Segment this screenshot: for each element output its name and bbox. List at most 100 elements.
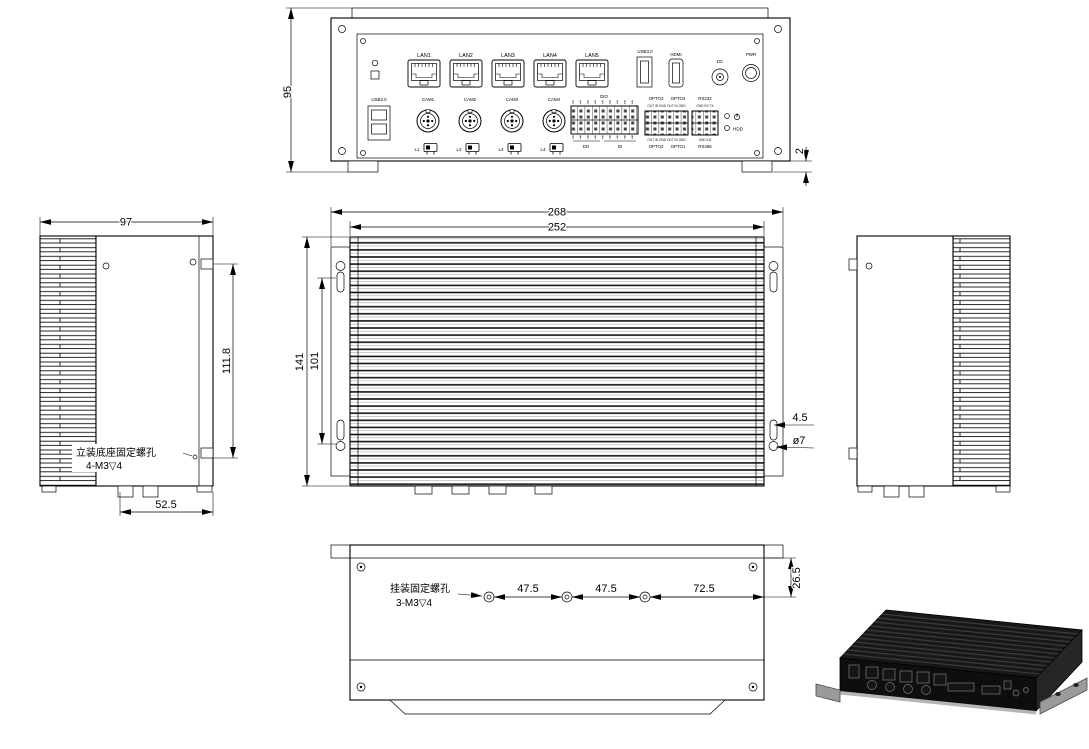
dio-label: DIO <box>600 94 608 99</box>
bottom-note-line2: 3-M3▽4 <box>396 598 432 609</box>
lan-ports: LAN1 LAN2 LAN3 LAN4 LAN5 <box>407 53 609 88</box>
lan1-jack-icon <box>407 59 441 88</box>
bottom-corner-screws <box>356 562 758 692</box>
left-bottom-tab <box>200 447 214 459</box>
callout-hole-dia: ø7 <box>775 434 815 451</box>
front-left-foot <box>347 160 379 173</box>
left-mount-hole <box>192 454 198 460</box>
cam2-label: CAM2 <box>464 97 477 102</box>
cam4-connector-icon <box>542 109 566 133</box>
top-view: 268 252 141 101 4.5 ø7 <box>293 205 815 495</box>
front-top-lip <box>351 7 769 19</box>
pwr-label: PWR <box>746 52 756 57</box>
dim-72-5-text: 72.5 <box>693 583 714 595</box>
dim-top-overall: 268 <box>330 205 784 246</box>
lan5-label: LAN5 <box>585 53 599 59</box>
right-heatsink-fins <box>952 235 1011 487</box>
iso-base-plate <box>840 691 1036 715</box>
cam1-connector-icon <box>416 109 440 133</box>
opto-sub-bottom: OUT IN GND OUT IN GND <box>647 138 686 142</box>
iso-ear-hole-2 <box>1073 683 1079 687</box>
usb3-label: USB3.0 <box>637 49 653 54</box>
dio-pin-numbers-top <box>571 100 638 104</box>
dc-jack: DC <box>711 59 729 86</box>
front-right-foot <box>741 160 773 173</box>
usb2-label: USB2.0 <box>371 97 387 102</box>
bottom-right-ear <box>763 544 784 559</box>
dim-97-text: 97 <box>120 217 132 229</box>
hdmi-port: HDMI <box>668 52 684 88</box>
lan4-jack-icon <box>533 59 567 88</box>
bottom-mount-holes <box>483 591 651 603</box>
l3-label: L3 <box>499 147 504 152</box>
l1-label: L1 <box>415 147 420 152</box>
dim-front-height: 95 <box>281 7 352 173</box>
cam3-connector-icon <box>500 109 524 133</box>
dim-47-5a-text: 47.5 <box>517 583 538 595</box>
opto4-label: OPTO4 <box>671 96 686 101</box>
iso-right-ear <box>1039 677 1088 715</box>
iso-front-ports <box>848 664 1029 697</box>
cam2-connector-icon <box>458 109 482 133</box>
opto3-label: OPTO3 <box>649 96 664 101</box>
left-top-tab <box>200 258 214 270</box>
dim-101-text: 101 <box>309 352 321 370</box>
dc-label: DC <box>717 59 723 64</box>
bottom-front-bezel <box>389 699 726 715</box>
hdd-led <box>724 125 730 131</box>
dio-pin-numbers-bottom <box>571 135 638 139</box>
left-side-view: 97 111.8 52.5 立装底座固定螺孔 4-M3▽4 <box>39 215 238 516</box>
power-button: PWR <box>742 52 760 82</box>
callout-slot-width: 4.5 <box>774 411 814 428</box>
dim-left-width: 97 <box>39 215 214 236</box>
opto1-label: OPTO1 <box>671 144 686 149</box>
dim-left-bottom: 52.5 <box>119 492 214 516</box>
dim-95-text: 95 <box>282 86 294 98</box>
bottom-mount-note: 挂装固定螺孔 3-M3▽4 <box>386 580 483 610</box>
right-top-tab <box>848 258 858 271</box>
power-icon <box>734 113 740 120</box>
cam3-label: CAM3 <box>506 97 519 102</box>
rs232-label: RS232 <box>698 96 712 101</box>
dio-terminal-block: DIO DO DI <box>570 94 639 149</box>
left-connector-stub-1 <box>117 485 134 498</box>
dim-2-text: 2 <box>794 148 806 154</box>
dim-top-depth: 141 <box>293 236 349 487</box>
right-foot-2 <box>995 485 1011 493</box>
left-screw-hole-1 <box>102 262 110 270</box>
opto-sub-top: OUT IN GND OUT IN GND <box>647 104 686 108</box>
right-connector-stub-2 <box>908 485 925 498</box>
dim-47-5b-text: 47.5 <box>595 583 616 595</box>
lan4-label: LAN4 <box>543 53 557 59</box>
lan2-jack-icon <box>449 59 483 88</box>
dim-front-foot: 2 <box>773 147 812 186</box>
lan3-label: LAN3 <box>501 53 515 59</box>
dim-o7-text: ø7 <box>793 435 806 447</box>
lan5-jack-icon <box>575 59 609 88</box>
di-label: DI <box>618 144 622 149</box>
bottom-note-line1: 挂装固定螺孔 <box>390 582 450 595</box>
bottom-body <box>349 544 765 701</box>
right-connector-stub-1 <box>883 485 900 498</box>
cam1-label: CAM1 <box>422 97 435 102</box>
right-side-view <box>848 235 1011 498</box>
lan2-label: LAN2 <box>459 53 473 59</box>
rs485-label: RS485 <box>698 144 712 149</box>
rs-terminal-block: RS232 GND RX TX GND A B RS485 <box>691 96 719 149</box>
l2-label: L2 <box>457 147 462 152</box>
left-connector-stub-2 <box>142 485 159 498</box>
cam4-label: CAM4 <box>548 97 561 102</box>
bottom-left-ear <box>330 544 351 559</box>
front-corner-screws <box>338 25 782 156</box>
dim-bottom-pitch1: 47.5 <box>494 582 562 600</box>
dim-141-text: 141 <box>294 353 306 371</box>
right-screw-hole <box>865 262 873 270</box>
opto2-label: OPTO2 <box>649 144 664 149</box>
cam-connectors: CAM1 CAM2 CAM3 CAM4 L1 L2 L3 L4 <box>415 97 566 155</box>
dim-26-5-text: 26.5 <box>791 567 803 588</box>
dim-268-text: 268 <box>548 207 566 219</box>
left-mount-note: 立装底座固定螺孔 4-M3▽4 <box>72 444 193 472</box>
right-foot-1 <box>857 485 873 493</box>
